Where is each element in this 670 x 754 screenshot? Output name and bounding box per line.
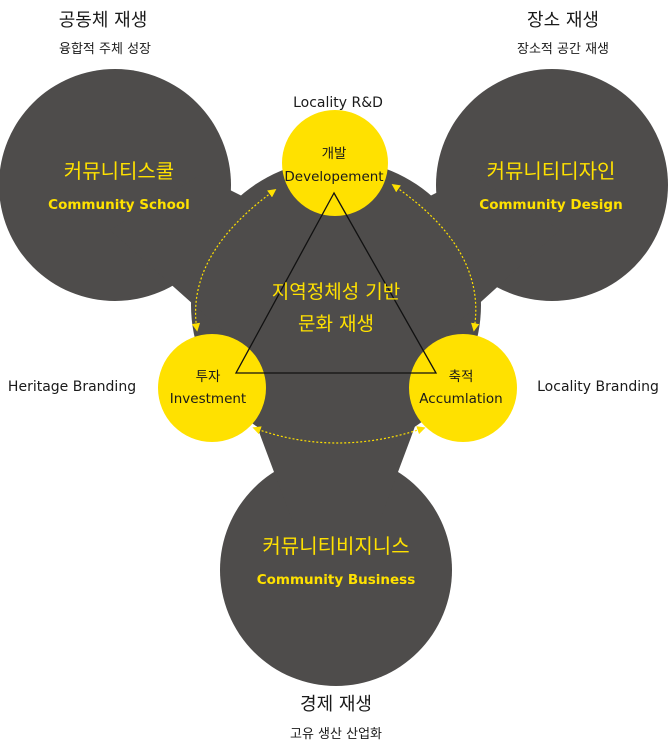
lobe-bottom-subtitle: Community Business <box>257 572 416 588</box>
node-left-circle <box>158 334 266 442</box>
corner-top-left-title: 공동체 재생 <box>59 10 148 31</box>
lobe-bottom-shape <box>220 454 452 686</box>
corner-bottom-title: 경제 재생 <box>300 694 372 715</box>
node-top-outside-label: Locality R&D <box>293 95 383 111</box>
node-left-outside-label: Heritage Branding <box>8 379 136 395</box>
cycle-arrows <box>191 184 480 444</box>
lobe-left-subtitle: Community School <box>48 197 190 213</box>
node-circles <box>158 110 517 442</box>
arrow-top-right <box>391 184 480 332</box>
node-left-en: Investment <box>170 391 246 407</box>
center-line-1: 지역정체성 기반 <box>272 281 400 303</box>
corner-top-right-subtitle: 장소적 공간 재생 <box>517 42 609 57</box>
node-top-circle <box>282 110 388 216</box>
arrow-bottom <box>252 426 426 444</box>
lobe-right-title: 커뮤니티디자인 <box>487 159 616 183</box>
node-right-en: Accumlation <box>419 391 502 407</box>
node-right-outside-label: Locality Branding <box>537 379 659 395</box>
node-top-en: Developement <box>284 169 383 185</box>
lobe-right-subtitle: Community Design <box>479 197 622 213</box>
corner-bottom-subtitle: 고유 생산 산업화 <box>290 727 382 742</box>
center-triangle <box>234 191 438 374</box>
center-line-2: 문화 재생 <box>298 313 374 335</box>
node-right-circle <box>409 334 517 442</box>
corner-top-right-title: 장소 재생 <box>527 10 599 31</box>
lobe-bottom-title: 커뮤니티비지니스 <box>262 534 409 558</box>
arrow-top-left <box>191 189 277 332</box>
corner-top-left-subtitle: 융합적 주체 성장 <box>59 42 151 57</box>
node-top-ko: 개발 <box>322 146 347 162</box>
lobe-left-title: 커뮤니티스쿨 <box>64 159 174 183</box>
node-right-ko: 축적 <box>449 369 474 385</box>
node-left-ko: 투자 <box>196 369 221 385</box>
